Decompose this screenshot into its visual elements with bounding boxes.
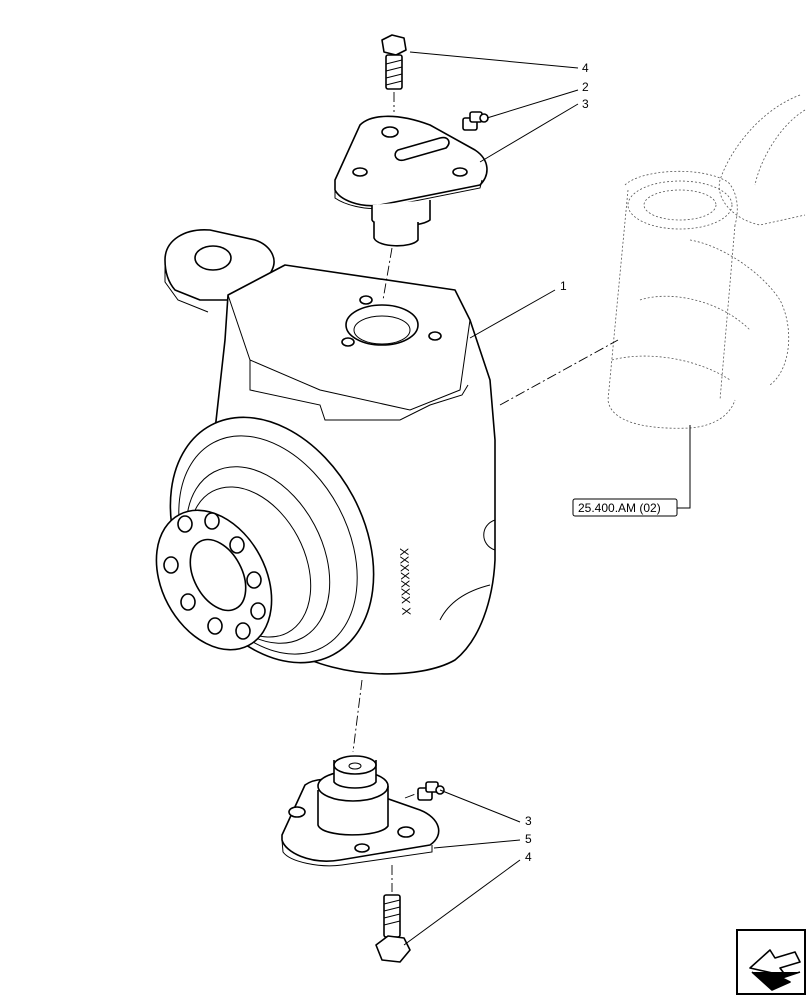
callout-labels: 4 2 3 1 3 5 4 (525, 61, 589, 864)
lower-kingpin-cap (281, 755, 440, 867)
steering-knuckle: XXXXXXX X (155, 229, 496, 675)
lower-bolt (375, 894, 411, 963)
lower-grease-fitting (417, 781, 445, 801)
callout-5: 5 (525, 832, 532, 846)
callout-1: 1 (560, 279, 567, 293)
return-arrow-icon[interactable] (736, 929, 806, 995)
callout-2: 2 (582, 80, 589, 94)
callout-3-top: 3 (582, 97, 589, 111)
casting-mark: XXXXXXX X (397, 548, 413, 616)
cross-reference-label[interactable]: 25.400.AM (02) (578, 501, 661, 515)
upper-bolt (381, 34, 407, 90)
upper-kingpin-cap (334, 115, 488, 247)
hub-bolt-holes (163, 512, 266, 640)
callout-4-bottom: 4 (525, 850, 532, 864)
cross-reference-link[interactable]: 25.400.AM (02) (572, 498, 678, 517)
callout-4-top: 4 (582, 61, 589, 75)
upper-grease-fitting (462, 111, 489, 131)
leader-lines (403, 51, 691, 946)
callout-3-bottom: 3 (525, 814, 532, 828)
centre-lines (352, 92, 619, 892)
axle-housing-phantom (607, 94, 806, 429)
